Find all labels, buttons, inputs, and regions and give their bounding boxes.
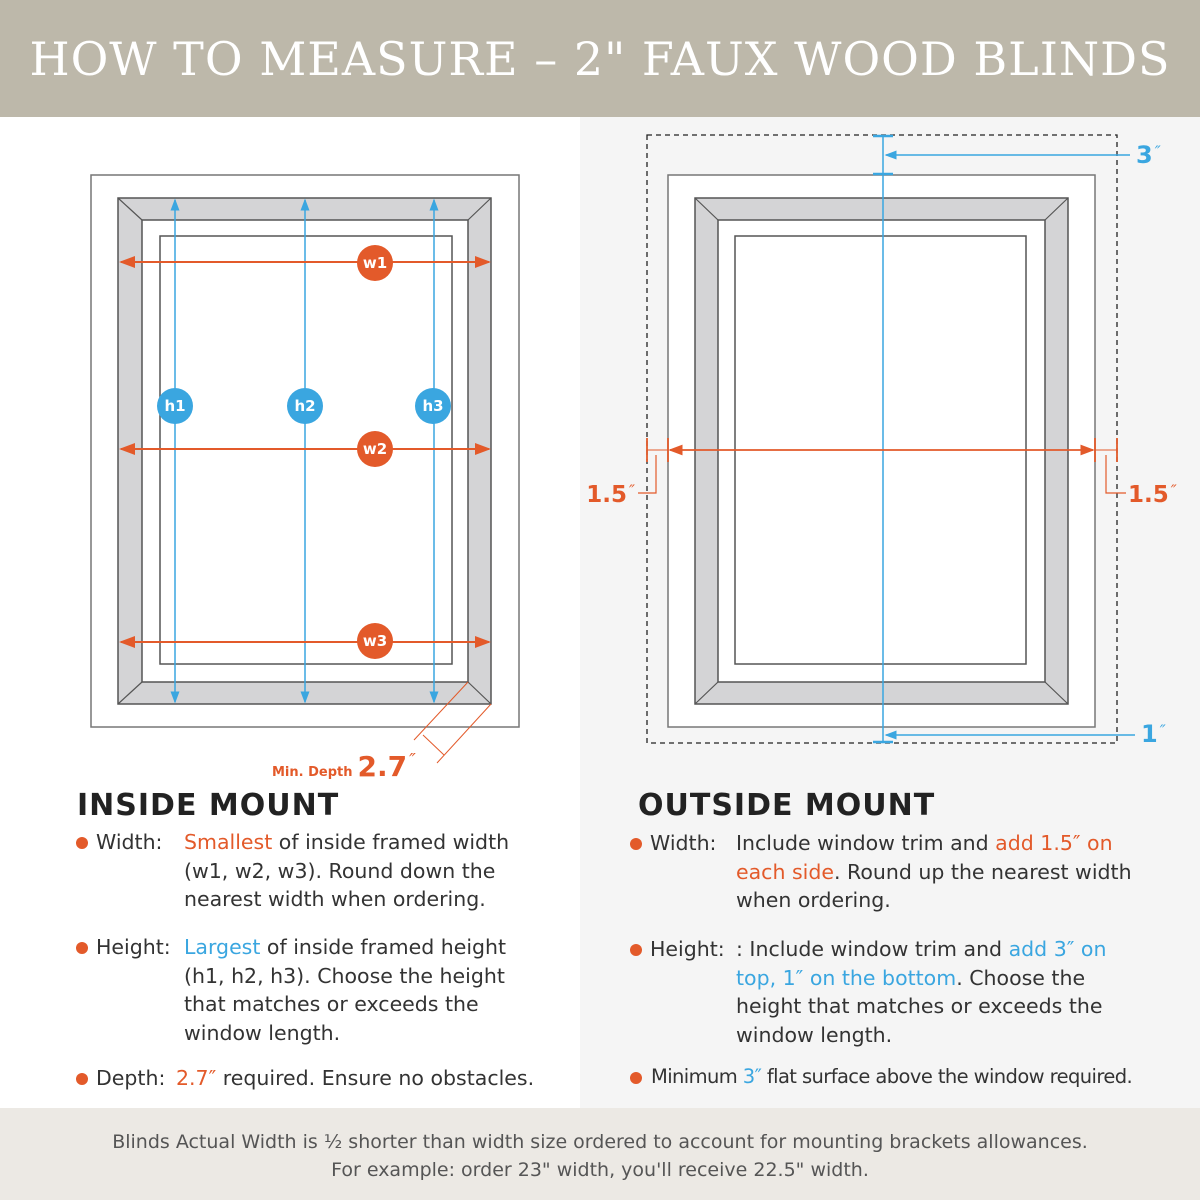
- bottom-allowance: 1″: [1141, 720, 1166, 748]
- inch-mark: ″: [629, 481, 635, 500]
- text: of inside framed width: [272, 830, 510, 854]
- text: that matches or exceeds the: [184, 992, 479, 1016]
- inch-mark: ″: [409, 750, 416, 771]
- w2-label: w2: [363, 440, 387, 458]
- bullet-icon: [76, 942, 88, 954]
- footer-note: Blinds Actual Width is ½ shorter than wi…: [0, 1108, 1200, 1200]
- item-label: Width:: [96, 830, 163, 854]
- highlight: each side: [736, 859, 834, 884]
- item-label: Width:: [650, 831, 717, 855]
- highlight: top, 1″ on the bottom: [736, 965, 957, 990]
- depth-label: Min. Depth: [272, 765, 353, 780]
- text: (h1, h2, h3). Choose the height: [184, 963, 505, 988]
- bullet-icon: [630, 1072, 642, 1084]
- footer-line: For example: order 23" width, you'll rec…: [331, 1159, 869, 1181]
- left-allowance: 1.5″: [586, 481, 635, 508]
- item-label: Height:: [650, 937, 725, 961]
- highlight: 3″: [742, 1065, 762, 1088]
- min-depth-annotation: Min. Depth 2.7″: [272, 750, 416, 783]
- h3-label: h3: [422, 397, 443, 415]
- text: required. Ensure no obstacles.: [216, 1066, 535, 1090]
- inch-mark: ″: [1171, 481, 1177, 500]
- highlight: add 3″ on: [1008, 937, 1107, 961]
- top-allowance-label: 3: [1136, 141, 1153, 169]
- h1-label: h1: [164, 397, 185, 415]
- highlight: add 1.5″ on: [995, 831, 1113, 855]
- inch-mark: ″: [1160, 721, 1166, 740]
- text: when ordering.: [736, 888, 891, 912]
- text: nearest width when ordering.: [184, 887, 486, 911]
- bullet-icon: [630, 944, 642, 956]
- inch-mark: ″: [1155, 142, 1161, 161]
- w3-label: w3: [363, 632, 387, 650]
- text: . Choose the: [956, 965, 1086, 990]
- top-allowance: 3″: [1136, 141, 1161, 169]
- outside-window-diagram: 3″ 1″ 1.5″ 1.5″: [586, 134, 1177, 748]
- bullet-icon: [76, 837, 88, 849]
- right-allowance: 1.5″: [1128, 481, 1177, 508]
- item-label: Height:: [96, 935, 171, 959]
- highlight: 2.7″: [176, 1066, 217, 1090]
- page-title: HOW TO MEASURE – 2" FAUX WOOD BLINDS: [29, 31, 1171, 86]
- footer-line: Blinds Actual Width is ½ shorter than wi…: [112, 1131, 1088, 1153]
- bullet-icon: [76, 1073, 88, 1085]
- text: Minimum: [651, 1065, 743, 1088]
- w1-label: w1: [363, 254, 387, 272]
- outside-mount-heading: OUTSIDE MOUNT: [638, 788, 936, 823]
- inside-window-diagram: w1 w2 w3 h1 h2 h3 Min. Depth 2.7″: [90, 174, 520, 783]
- right-allowance-label: 1.5: [1128, 482, 1169, 508]
- item-label: Depth:: [96, 1066, 166, 1090]
- text: . Round up the nearest width: [833, 859, 1132, 884]
- text: (w1, w2, w3). Round down the: [184, 858, 496, 883]
- left-allowance-label: 1.5: [586, 482, 627, 508]
- h2-label: h2: [294, 397, 315, 415]
- text: window length.: [736, 1022, 893, 1047]
- text: flat surface above the window required.: [761, 1065, 1133, 1088]
- depth-value: 2.7: [358, 750, 408, 783]
- bullet-icon: [630, 838, 642, 850]
- text: Include window trim and: [736, 831, 996, 855]
- text: height that matches or exceeds the: [736, 994, 1103, 1018]
- bottom-allowance-label: 1: [1141, 720, 1158, 748]
- highlight: Smallest: [184, 830, 273, 854]
- header-banner: HOW TO MEASURE – 2" FAUX WOOD BLINDS: [0, 0, 1200, 117]
- highlight: Largest: [184, 935, 261, 959]
- text: window length.: [184, 1020, 341, 1045]
- text: of inside framed height: [260, 935, 507, 959]
- text: : Include window trim and: [736, 937, 1009, 961]
- inside-mount-heading: INSIDE MOUNT: [77, 788, 340, 823]
